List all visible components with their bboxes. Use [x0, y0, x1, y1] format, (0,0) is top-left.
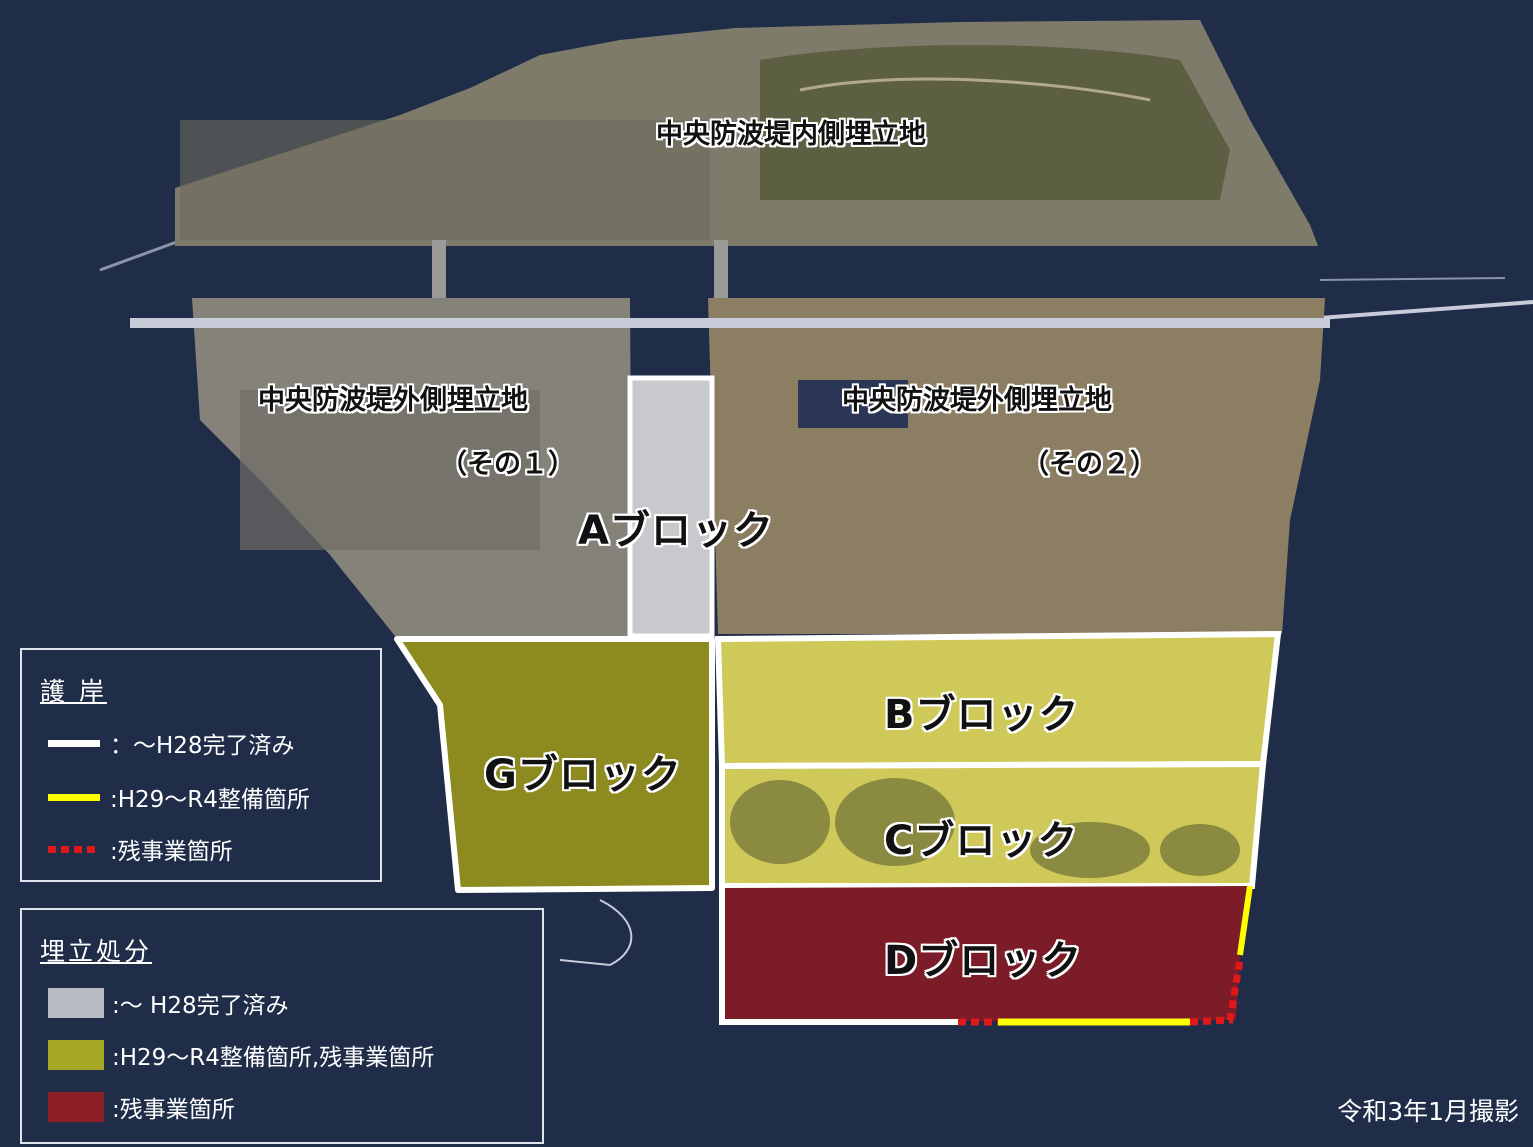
legend-landfill-label-remaining: :残事業箇所 — [112, 1097, 235, 1123]
bridge-road — [1319, 300, 1533, 320]
legend-landfill-item-planned: :H29～R4整備箇所,残事業箇所 — [48, 1038, 434, 1072]
inner-road — [799, 77, 1151, 102]
legend-landfill-label-planned: :H29～R4整備箇所,残事業箇所 — [112, 1045, 435, 1071]
outer-landfill-2 — [708, 298, 1325, 634]
canal — [175, 246, 1320, 298]
legend-seawall: 護 岸 ：～H28完了済み :H29～R4整備箇所 :残事業箇所 — [20, 648, 382, 882]
legend-seawall-item-done: ：～H28完了済み — [48, 726, 295, 760]
legend-landfill-item-remaining: :残事業箇所 — [48, 1090, 235, 1124]
legend-seawall-label-remaining: :残事業箇所 — [110, 839, 233, 865]
label-outer-landfill-1-sub: （その１） — [440, 449, 575, 480]
label-block-d: Dブロック — [884, 938, 1083, 984]
legend-landfill-title: 埋立処分 — [40, 937, 153, 966]
gray-box-swatch — [48, 988, 104, 1018]
block-d-red-seawall-2 — [1189, 959, 1244, 1026]
inner-forest — [760, 45, 1230, 200]
white-line-swatch — [48, 739, 100, 747]
olive-box-swatch — [48, 1040, 104, 1070]
legend-seawall-label-planned: :H29～R4整備箇所 — [110, 787, 310, 813]
block-g-area — [394, 636, 715, 893]
red-dotted-line-swatch — [48, 845, 100, 853]
legend-seawall-label-done: ：～H28完了済み — [110, 733, 295, 759]
pond — [798, 380, 908, 428]
channel-marker — [559, 899, 633, 967]
label-inner-landfill: 中央防波堤内側埋立地 — [656, 119, 926, 150]
crimson-box-swatch — [48, 1092, 104, 1122]
label-block-a: Aブロック — [578, 508, 774, 554]
block-a-area — [627, 375, 715, 639]
label-outer-landfill-1: 中央防波堤外側埋立地 — [258, 385, 528, 416]
legend-landfill-item-done: :～ H28完了済み — [48, 986, 289, 1020]
block-d-area — [722, 886, 1250, 1022]
c-pond-2 — [835, 778, 955, 866]
container-yard — [240, 390, 540, 550]
yellow-line-swatch — [48, 793, 100, 801]
main-road — [130, 318, 1330, 328]
legend-seawall-title: 護 岸 — [40, 677, 107, 706]
c-pond-3 — [1030, 822, 1150, 878]
legend-seawall-item-planned: :H29～R4整備箇所 — [48, 780, 310, 814]
inner-urban — [180, 120, 710, 240]
label-block-c: Cブロック — [884, 818, 1079, 864]
breakwater-east — [1317, 277, 1506, 281]
label-outer-landfill-2-sub: （その２） — [1022, 449, 1157, 480]
label-outer-landfill-2: 中央防波堤外側埋立地 — [842, 385, 1112, 416]
label-block-b: Bブロック — [884, 692, 1080, 738]
block-d-yellow-seawall-east — [1237, 885, 1253, 956]
legend-landfill: 埋立処分 :～ H28完了済み :H29～R4整備箇所,残事業箇所 :残事業箇所 — [20, 908, 544, 1144]
photo-date-caption: 令和3年1月撮影 — [1337, 1097, 1519, 1126]
c-pond-4 — [1160, 824, 1240, 876]
c-pond-1 — [730, 780, 830, 864]
legend-landfill-label-done: :～ H28完了済み — [112, 993, 289, 1019]
block-d-white-seawall — [719, 888, 958, 1025]
legend-seawall-item-remaining: :残事業箇所 — [48, 832, 233, 866]
label-block-g: Gブロック — [484, 752, 682, 798]
